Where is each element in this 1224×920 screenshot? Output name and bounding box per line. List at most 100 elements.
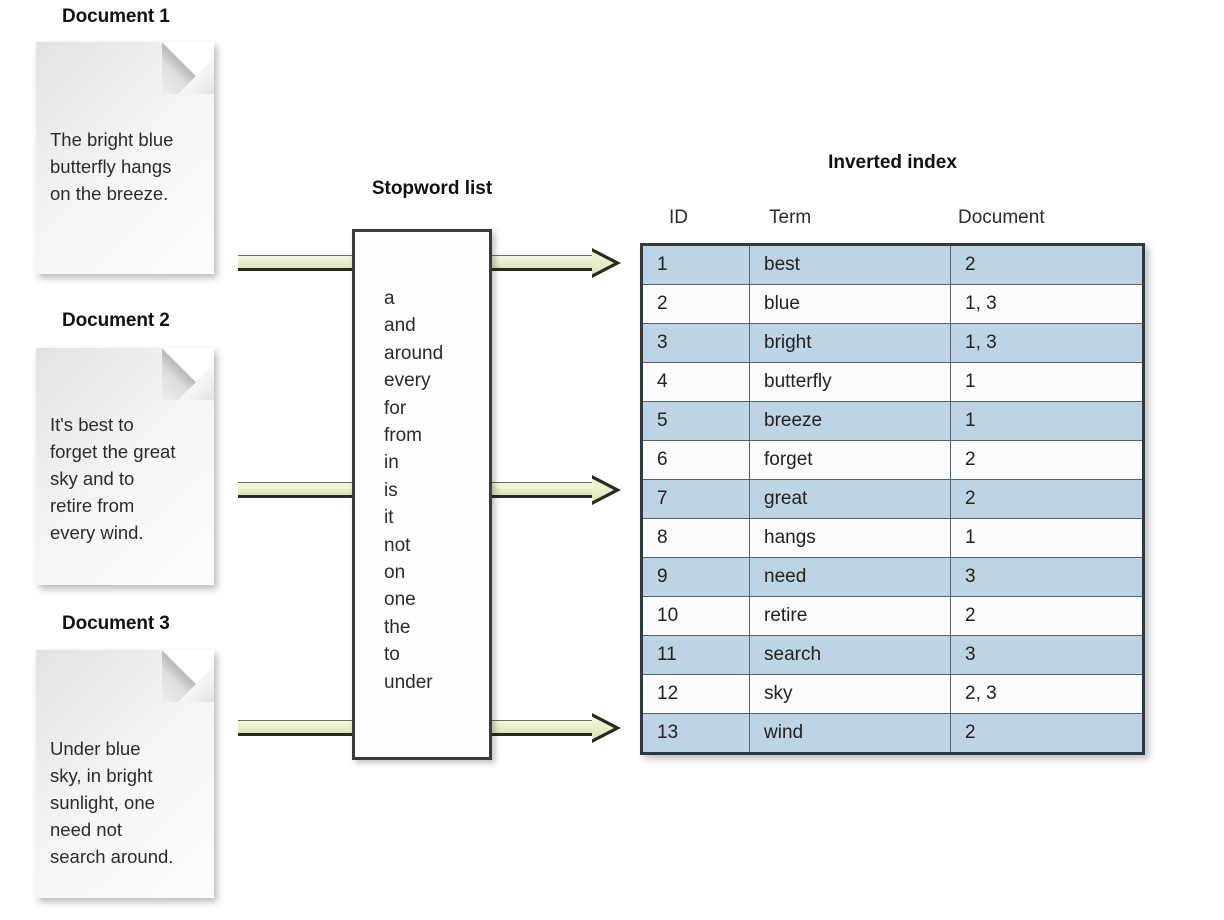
cell-document: 2 xyxy=(950,596,1144,636)
arrow-stopword-list-to-index-1 xyxy=(487,248,621,278)
stopword-item: not xyxy=(384,534,411,556)
stopword-list-title: Stopword list xyxy=(371,178,493,199)
stopword-item: around xyxy=(384,342,444,364)
cell-term: hangs xyxy=(749,518,951,558)
document-2-line: It's best to xyxy=(50,414,134,435)
cell-term: need xyxy=(749,557,951,597)
stopword-list-box: a and around every for from in is it not… xyxy=(352,229,492,760)
stopword-item: one xyxy=(384,589,416,611)
document-1-text: The bright blue butterfly hangs on the b… xyxy=(36,126,214,207)
cell-document: 1, 3 xyxy=(950,323,1144,363)
cell-document: 1 xyxy=(950,362,1144,402)
cell-document: 2 xyxy=(950,440,1144,480)
document-2-line: retire from xyxy=(50,495,135,516)
table-row[interactable]: 5 breeze 1 xyxy=(641,401,1144,441)
cell-id: 6 xyxy=(641,440,750,480)
column-header-term: Term xyxy=(769,207,812,228)
cell-term: great xyxy=(749,479,951,519)
cell-document: 1 xyxy=(950,401,1144,441)
stopword-item: the xyxy=(384,616,411,638)
cell-id: 7 xyxy=(641,479,750,519)
cell-term: butterfly xyxy=(749,362,951,402)
inverted-index-body: 1 best 2 2 blue 1, 3 3 bright 1, 3 4 but… xyxy=(641,244,1144,754)
document-2-line: sky and to xyxy=(50,468,135,489)
table-row[interactable]: 13 wind 2 xyxy=(641,713,1144,754)
document-3-page[interactable]: Under blue sky, in bright sunlight, one … xyxy=(36,650,214,898)
cell-document: 1, 3 xyxy=(950,284,1144,324)
document-1-page[interactable]: The bright blue butterfly hangs on the b… xyxy=(36,42,214,274)
table-row[interactable]: 1 best 2 xyxy=(641,244,1144,285)
stopword-item: for xyxy=(384,397,407,419)
arrow-shaft xyxy=(238,255,358,271)
table-row[interactable]: 12 sky 2, 3 xyxy=(641,674,1144,714)
cell-id: 12 xyxy=(641,674,750,714)
document-1-title: Document 1 xyxy=(62,6,170,27)
table-row[interactable]: 8 hangs 1 xyxy=(641,518,1144,558)
arrow-stopword-list-to-index-2 xyxy=(487,475,621,505)
cell-id: 10 xyxy=(641,596,750,636)
column-header-id: ID xyxy=(669,207,688,228)
cell-id: 2 xyxy=(641,284,750,324)
arrow-document-1-to-stopword-list xyxy=(238,252,358,274)
cell-id: 9 xyxy=(641,557,750,597)
document-3-line: sky, in bright xyxy=(50,765,153,786)
inverted-index-table: 1 best 2 2 blue 1, 3 3 bright 1, 3 4 but… xyxy=(640,243,1145,755)
cell-id: 3 xyxy=(641,323,750,363)
stopword-item: is xyxy=(384,479,398,501)
cell-document: 2 xyxy=(950,713,1144,754)
arrow-shaft xyxy=(487,720,595,736)
inverted-index-title: Inverted index xyxy=(828,152,957,173)
table-row[interactable]: 4 butterfly 1 xyxy=(641,362,1144,402)
table-row[interactable]: 7 great 2 xyxy=(641,479,1144,519)
stopword-item: a xyxy=(384,288,395,309)
stopword-item: to xyxy=(384,644,400,666)
table-row[interactable]: 9 need 3 xyxy=(641,557,1144,597)
arrow-shaft xyxy=(487,255,595,271)
document-2-title: Document 2 xyxy=(62,310,170,331)
document-2-page[interactable]: It's best to forget the great sky and to… xyxy=(36,348,214,585)
document-2-line: every wind. xyxy=(50,522,144,543)
document-3-title: Document 3 xyxy=(62,613,170,634)
cell-term: breeze xyxy=(749,401,951,441)
cell-id: 4 xyxy=(641,362,750,402)
stopword-item: under xyxy=(384,671,433,693)
arrow-shaft xyxy=(238,720,358,736)
stopword-list-items: a and around every for from in is it not… xyxy=(384,285,443,696)
cell-document: 1 xyxy=(950,518,1144,558)
cell-term: best xyxy=(749,244,951,285)
table-row[interactable]: 11 search 3 xyxy=(641,635,1144,675)
table-row[interactable]: 2 blue 1, 3 xyxy=(641,284,1144,324)
document-3-line: Under blue xyxy=(50,738,141,759)
stopword-item: on xyxy=(384,562,406,584)
cell-term: blue xyxy=(749,284,951,324)
column-header-document: Document xyxy=(958,207,1045,228)
table-row[interactable]: 3 bright 1, 3 xyxy=(641,323,1144,363)
document-1-line: butterfly hangs xyxy=(50,156,172,177)
document-3-text: Under blue sky, in bright sunlight, one … xyxy=(36,735,214,870)
cell-document: 2 xyxy=(950,479,1144,519)
document-3-line: search around. xyxy=(50,846,174,867)
cell-term: sky xyxy=(749,674,951,714)
document-1-line: The bright blue xyxy=(50,129,174,150)
cell-document: 2 xyxy=(950,244,1144,285)
cell-id: 8 xyxy=(641,518,750,558)
document-2-text: It's best to forget the great sky and to… xyxy=(36,411,214,546)
document-2-line: forget the great xyxy=(50,441,176,462)
cell-term: search xyxy=(749,635,951,675)
table-row[interactable]: 6 forget 2 xyxy=(641,440,1144,480)
stopword-item: and xyxy=(384,315,416,337)
cell-document: 2, 3 xyxy=(950,674,1144,714)
stopword-item: in xyxy=(384,452,399,474)
cell-term: bright xyxy=(749,323,951,363)
table-row[interactable]: 10 retire 2 xyxy=(641,596,1144,636)
inverted-index-column-headers: ID Term Document xyxy=(640,207,1145,235)
arrow-shaft xyxy=(487,482,595,498)
cell-term: retire xyxy=(749,596,951,636)
cell-document: 3 xyxy=(950,557,1144,597)
arrow-document-2-to-stopword-list xyxy=(238,479,358,501)
document-3-line: need not xyxy=(50,819,123,840)
cell-id: 1 xyxy=(641,244,750,285)
cell-id: 13 xyxy=(641,713,750,754)
arrow-stopword-list-to-index-3 xyxy=(487,713,621,743)
stopword-item: it xyxy=(384,507,394,529)
